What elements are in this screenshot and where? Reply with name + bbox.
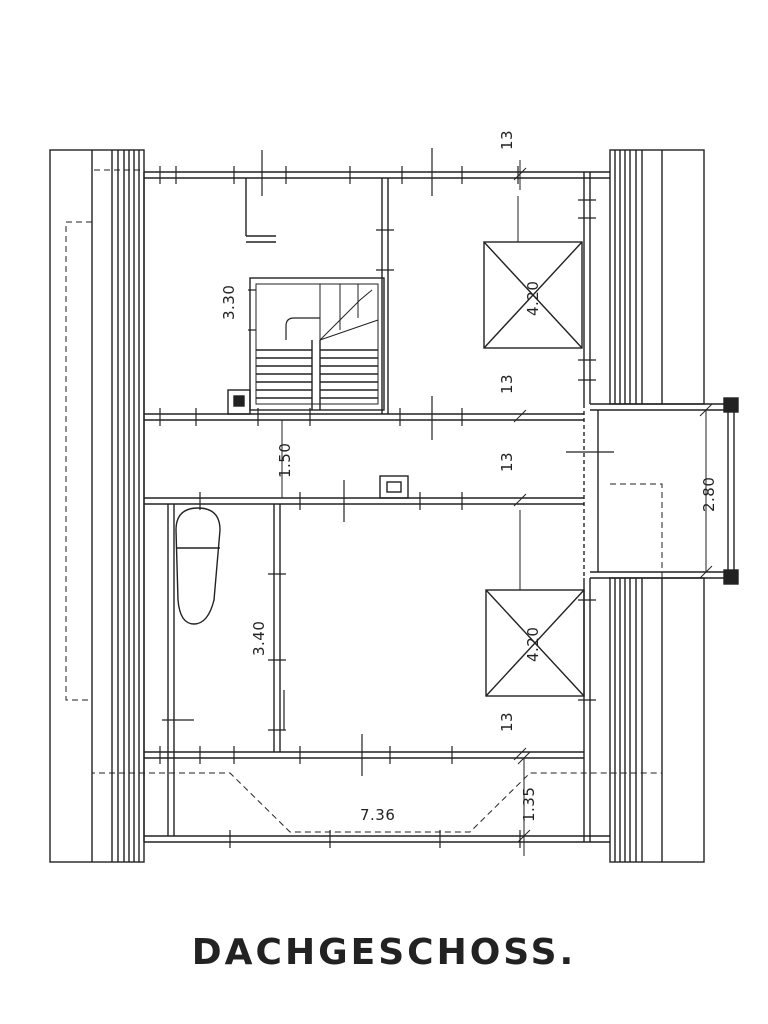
dormer (583, 397, 739, 585)
chimneys (227, 389, 409, 499)
roof-window-bottom (485, 510, 585, 697)
left-roof-slope (49, 149, 145, 863)
bathtub (175, 507, 221, 625)
dim-wall-top-1: 13 (498, 130, 516, 150)
wall-ticks (159, 148, 614, 848)
right-roof-slope-bottom (609, 577, 705, 863)
partitions (144, 178, 584, 836)
roof-window-top (483, 196, 583, 349)
dim-bath-height: 3.40 (250, 621, 268, 656)
dimension-lines (281, 160, 713, 856)
outer-walls (143, 171, 610, 843)
dormer-outline-dashed (610, 483, 663, 578)
dim-top-room-height: 3.30 (220, 285, 238, 320)
staircase (249, 277, 385, 411)
dim-bottom-width: 7.36 (360, 806, 395, 824)
dim-dormer-width: 2.80 (700, 477, 718, 512)
right-roof-slope-top (609, 149, 705, 405)
dim-window-bottom: 4.20 (524, 627, 542, 662)
dim-corridor-width: 1.50 (276, 443, 294, 478)
dim-wall-top-3: 13 (498, 452, 516, 472)
dim-bottom-depth: 1.35 (520, 787, 538, 822)
plan-title: DACHGESCHOSS. (191, 932, 577, 973)
roof-outline-dashed (65, 169, 663, 833)
dim-window-top: 4.20 (524, 281, 542, 316)
dim-wall-top-2: 13 (498, 374, 516, 394)
dim-wall-top-4: 13 (498, 712, 516, 732)
